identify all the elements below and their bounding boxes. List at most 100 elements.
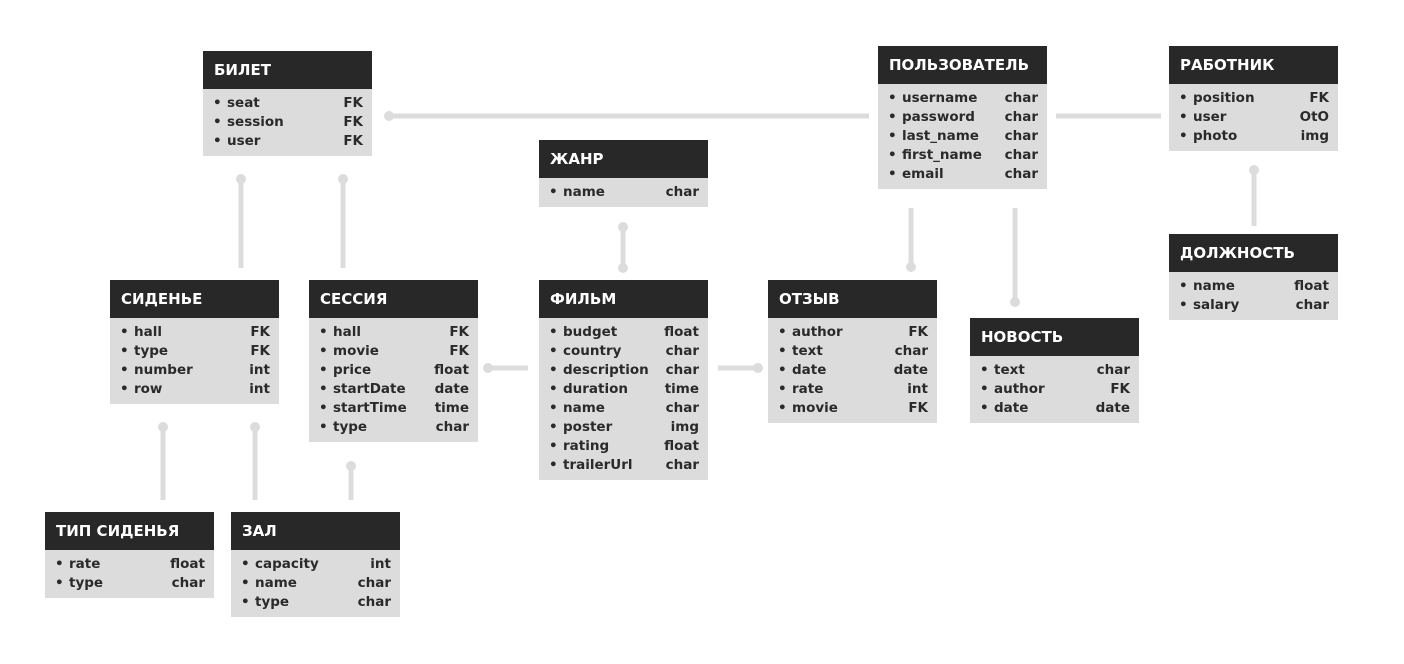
field-type: FK (908, 324, 928, 340)
bullet-icon: • (888, 166, 897, 182)
field-name: row (134, 381, 163, 397)
field-name: trailerUrl (563, 457, 633, 473)
bullet-icon: • (888, 128, 897, 144)
field-name: text (994, 362, 1025, 378)
bullet-icon: • (319, 324, 328, 340)
field-type: FK (250, 343, 270, 359)
field-type: char (1004, 147, 1038, 163)
field-type: date (1095, 400, 1130, 416)
entity-title: ФИЛЬМ (539, 280, 708, 318)
bullet-icon: • (241, 556, 250, 572)
field-row: • hall FK (309, 323, 478, 342)
bullet-icon: • (549, 438, 558, 454)
field-name: date (994, 400, 1029, 416)
field-type: FK (343, 114, 363, 130)
bullet-icon: • (549, 184, 558, 200)
entity-title: СЕССИЯ (309, 280, 478, 318)
field-name: email (902, 166, 944, 182)
field-name: name (563, 184, 605, 200)
field-type: time (664, 381, 699, 397)
field-name: photo (1193, 128, 1238, 144)
field-type: char (357, 594, 391, 610)
field-name: hall (134, 324, 162, 340)
field-name: startDate (333, 381, 406, 397)
bullet-icon: • (319, 381, 328, 397)
field-name: type (255, 594, 290, 610)
entity-title: СИДЕНЬЕ (110, 280, 279, 318)
field-type: float (664, 438, 699, 454)
field-name: startTime (333, 400, 407, 416)
field-type: char (1004, 128, 1038, 144)
field-type: char (665, 457, 699, 473)
field-name: text (792, 343, 823, 359)
field-name: poster (563, 419, 613, 435)
field-type: char (1004, 90, 1038, 106)
bullet-icon: • (319, 362, 328, 378)
field-name: rate (792, 381, 824, 397)
bullet-icon: • (1179, 278, 1188, 294)
field-name: date (792, 362, 827, 378)
bullet-icon: • (213, 95, 222, 111)
field-type: FK (343, 95, 363, 111)
field-type: char (357, 575, 391, 591)
field-type: float (170, 556, 205, 572)
field-name: capacity (255, 556, 319, 572)
bullet-icon: • (778, 343, 787, 359)
bullet-icon: • (319, 419, 328, 435)
field-type: date (893, 362, 928, 378)
bullet-icon: • (55, 556, 64, 572)
bullet-icon: • (778, 400, 787, 416)
bullet-icon: • (888, 109, 897, 125)
field-name: session (227, 114, 284, 130)
entity-title: ЗАЛ (231, 512, 400, 550)
bullet-icon: • (241, 575, 250, 591)
entity-title: ЖАНР (539, 140, 708, 178)
field-name: movie (333, 343, 379, 359)
field-name: author (792, 324, 843, 340)
entity-title: БИЛЕТ (203, 51, 372, 89)
bullet-icon: • (120, 324, 129, 340)
field-type: float (664, 324, 699, 340)
field-type: FK (343, 133, 363, 149)
field-name: position (1193, 90, 1255, 106)
field-type: char (1295, 297, 1329, 313)
bullet-icon: • (549, 419, 558, 435)
bullet-icon: • (980, 381, 989, 397)
field-type: OtO (1299, 109, 1329, 125)
field-type: img (670, 419, 699, 435)
field-name: password (902, 109, 975, 125)
field-type: FK (449, 324, 469, 340)
entity-title: НОВОСТЬ (970, 318, 1139, 356)
bullet-icon: • (549, 400, 558, 416)
field-name: hall (333, 324, 361, 340)
